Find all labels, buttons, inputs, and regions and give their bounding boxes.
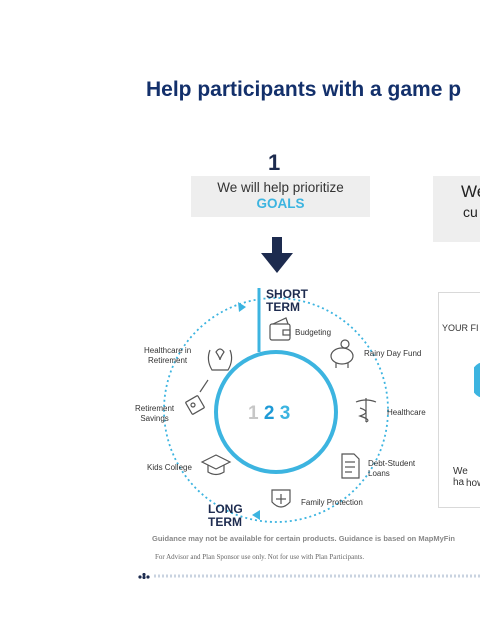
goal-healthcare-in-retirement: Healthcare in Retirement	[144, 346, 191, 366]
guidance-note: Guidance may not be available for certai…	[152, 534, 455, 543]
goal-retirement-savings: Retirement Savings	[135, 404, 174, 424]
goal-debt-student-loans: Debt-Student Loans	[368, 459, 415, 479]
priority-number-3: 3	[279, 403, 291, 424]
step-highlight: GOALS	[256, 196, 305, 211]
priority-numbers: 1 2 3	[248, 403, 290, 425]
panel-gauge	[470, 360, 480, 400]
financial-panel	[438, 292, 480, 508]
goal-healthcare: Healthcare	[387, 408, 426, 417]
short-term-line1: SHORT	[266, 287, 308, 301]
goal-retirement-line1: Retirement	[135, 404, 175, 413]
disclaimer: For Advisor and Plan Sponsor use only. N…	[155, 553, 365, 561]
goal-hcr-line2: Retirement	[148, 356, 188, 365]
panel-label: YOUR FI	[442, 323, 479, 333]
short-term-line2: TERM	[266, 300, 300, 314]
goal-debt-line2: Loans	[368, 469, 390, 478]
goal-wheel	[140, 280, 420, 535]
long-term-line2: TERM	[208, 515, 242, 529]
panel-text: We ha	[453, 466, 468, 488]
long-term-line1: LONG	[208, 502, 243, 516]
panel-text-2: how	[466, 478, 480, 489]
goal-hcr-line1: Healthcare in	[144, 346, 192, 355]
long-term-label: LONG TERM	[208, 503, 243, 529]
goal-debt-line1: Debt-Student	[368, 459, 416, 468]
goal-retirement-line2: Savings	[140, 414, 169, 423]
page-title: Help participants with a game p	[146, 78, 462, 101]
step-text: We will help prioritize	[217, 180, 344, 195]
goal-kids-college: Kids College	[147, 463, 192, 472]
goal-family-protection: Family Protection	[301, 498, 363, 507]
step-number: 1	[268, 150, 281, 175]
step-2-text-2: cu	[463, 204, 478, 220]
step-2-box	[433, 176, 480, 242]
goal-rainy-day-fund: Rainy Day Fund	[364, 349, 422, 358]
short-term-label: SHORT TERM	[266, 288, 308, 314]
goal-budgeting: Budgeting	[295, 328, 332, 337]
down-arrow-icon	[261, 237, 293, 278]
priority-number-1: 1	[248, 403, 259, 424]
footer-dot-pattern	[138, 566, 480, 584]
step-2-text: We	[461, 182, 480, 201]
step-box: We will help prioritize GOALS	[191, 176, 370, 217]
priority-number-2: 2	[263, 403, 275, 424]
